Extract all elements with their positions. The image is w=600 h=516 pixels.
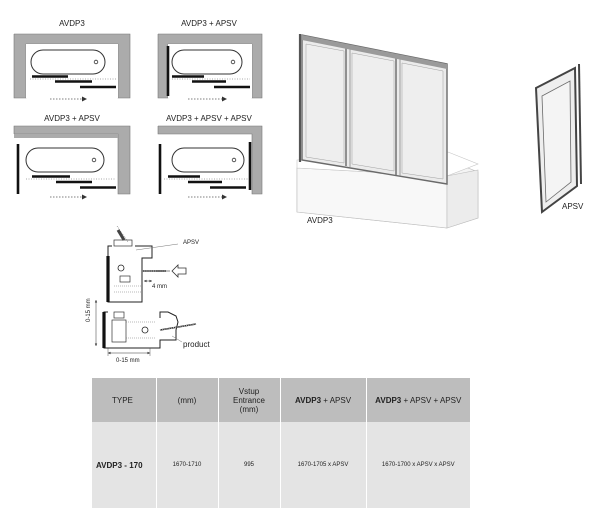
plan-view-avdp3 xyxy=(13,33,131,102)
detail-apsv-label: APSV xyxy=(183,240,200,246)
header-entrance: Vstup Entrance (mm) xyxy=(218,378,281,422)
detail-gap-label: 4 mm xyxy=(152,284,167,290)
spec-table: TYPE (mm) Vstup Entrance (mm) AVDP3 + AP… xyxy=(92,378,470,508)
detail-vertical-range: 0-15 mm xyxy=(86,298,92,322)
header-combo-apsv-model: AVDP3 xyxy=(294,395,322,405)
plan-title-avdp3: AVDP3 xyxy=(59,19,85,28)
cell-entrance: 995 xyxy=(218,422,281,508)
plan-title-avdp3-apsv-right: AVDP3 + APSV xyxy=(181,19,237,28)
plan-title-avdp3-apsv-left: AVDP3 + APSV xyxy=(44,114,100,123)
header-combo-apsv-rest: + APSV xyxy=(321,395,352,405)
header-combo-apsv-apsv-rest: + APSV + APSV xyxy=(401,395,462,405)
detail-product-label: product xyxy=(183,340,210,349)
header-combo-apsv-apsv: AVDP3 + APSV + APSV xyxy=(366,378,470,422)
header-combo-apsv-apsv-model: AVDP3 xyxy=(375,395,402,405)
plan-view-avdp3-apsv-apsv xyxy=(157,125,263,200)
spec-table-header: TYPE (mm) Vstup Entrance (mm) AVDP3 + AP… xyxy=(92,378,470,422)
header-entrance-line3: (mm) xyxy=(239,404,259,414)
header-entrance-line2: Entrance xyxy=(232,395,266,405)
cell-combo-apsv: 1670-1705 x APSV xyxy=(280,422,367,508)
plan-view-avdp3-apsv-right xyxy=(157,33,263,102)
table-row: AVDP3 - 170 1670-1710 995 1670-1705 x AP… xyxy=(92,422,470,508)
detail-horizontal-range: 0-15 mm xyxy=(116,358,140,364)
plan-view-avdp3-apsv-left xyxy=(13,125,131,200)
cell-mm: 1670-1710 xyxy=(156,422,219,508)
header-entrance-line1: Vstup xyxy=(238,386,260,396)
header-combo-apsv: AVDP3 + APSV xyxy=(280,378,367,422)
avdp3-bath-render xyxy=(296,34,479,229)
apsv-panel-render xyxy=(534,63,582,214)
profile-detail-drawing xyxy=(94,225,197,356)
header-type: TYPE xyxy=(92,378,157,422)
cell-combo-apsv-apsv: 1670-1700 x APSV x APSV xyxy=(366,422,470,508)
render-label-avdp3: AVDP3 xyxy=(307,216,333,225)
header-mm: (mm) xyxy=(156,378,219,422)
render-label-apsv: APSV xyxy=(562,202,584,211)
plan-title-avdp3-apsv-apsv: AVDP3 + APSV + APSV xyxy=(166,114,252,123)
cell-type: AVDP3 - 170 xyxy=(92,422,157,508)
